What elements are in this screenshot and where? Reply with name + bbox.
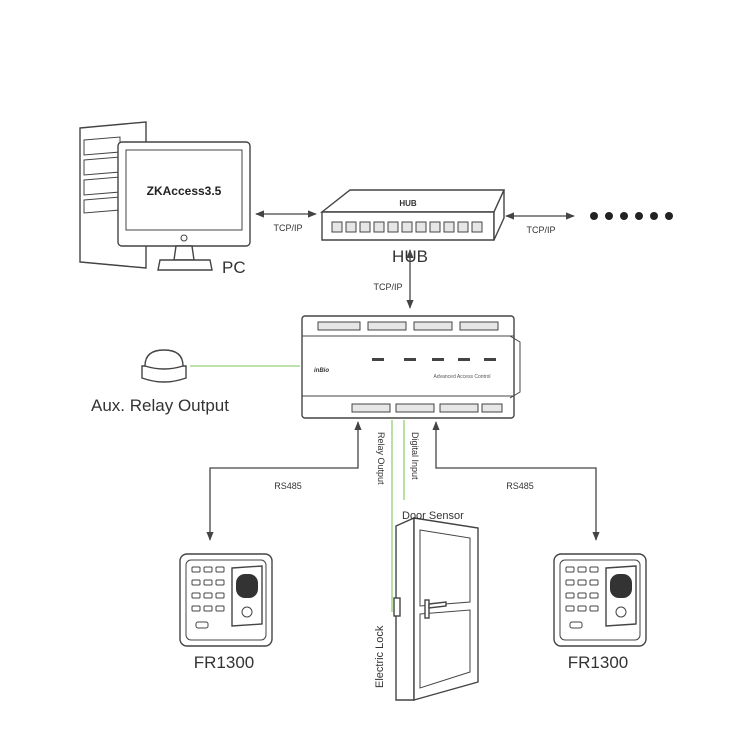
rs485-left-label: RS485 [274,481,302,491]
fr1300-right-label: FR1300 [568,653,628,672]
hub-ports [331,221,483,233]
controller-led-indicators [372,358,496,361]
hub-icon: HUB [319,189,506,241]
relay-label: Aux. Relay Output [91,396,229,415]
pc-icon: ZKAccess3.5 [79,121,251,271]
controller-brand: inBio [314,368,329,374]
rs485-left-link [206,421,362,541]
fr1300-left-icon [179,553,273,647]
door-sensor-label: Door Sensor [402,510,464,522]
hub-network-link-label: TCP/IP [526,225,555,235]
keypad-left-icon [191,566,225,629]
controller-bottom-terminals [351,403,503,413]
more-devices-dots-icon [590,212,673,220]
fr1300-right-icon [553,553,647,647]
fr1300-left-label: FR1300 [194,653,254,672]
door-handle-icon [424,599,447,619]
rs485-right-label: RS485 [506,481,534,491]
controller-model: Advanced Access Control [434,374,491,380]
door-icon [393,516,479,701]
relay-siren-icon [141,349,187,383]
pc-hub-link-label: TCP/IP [273,223,302,233]
controller-icon: inBio Advanced Access Control [301,315,521,419]
fingerprint-sensor-right-icon [605,565,637,627]
electric-lock-icon [393,597,401,617]
electric-lock-label: Electric Lock [374,625,386,688]
fingerprint-sensor-left-icon [231,565,263,627]
keypad-right-icon [565,566,599,629]
relay-output-label: Relay Output [376,432,386,485]
hub-brand: HUB [399,199,417,208]
controller-top-terminals [317,321,499,331]
rs485-right-link [432,421,600,541]
digital-input-label: Digital Input [410,432,420,480]
pc-screen-text: ZKAccess3.5 [147,184,222,198]
hub-controller-link-label: TCP/IP [373,282,402,292]
pc-label: PC [222,258,246,277]
